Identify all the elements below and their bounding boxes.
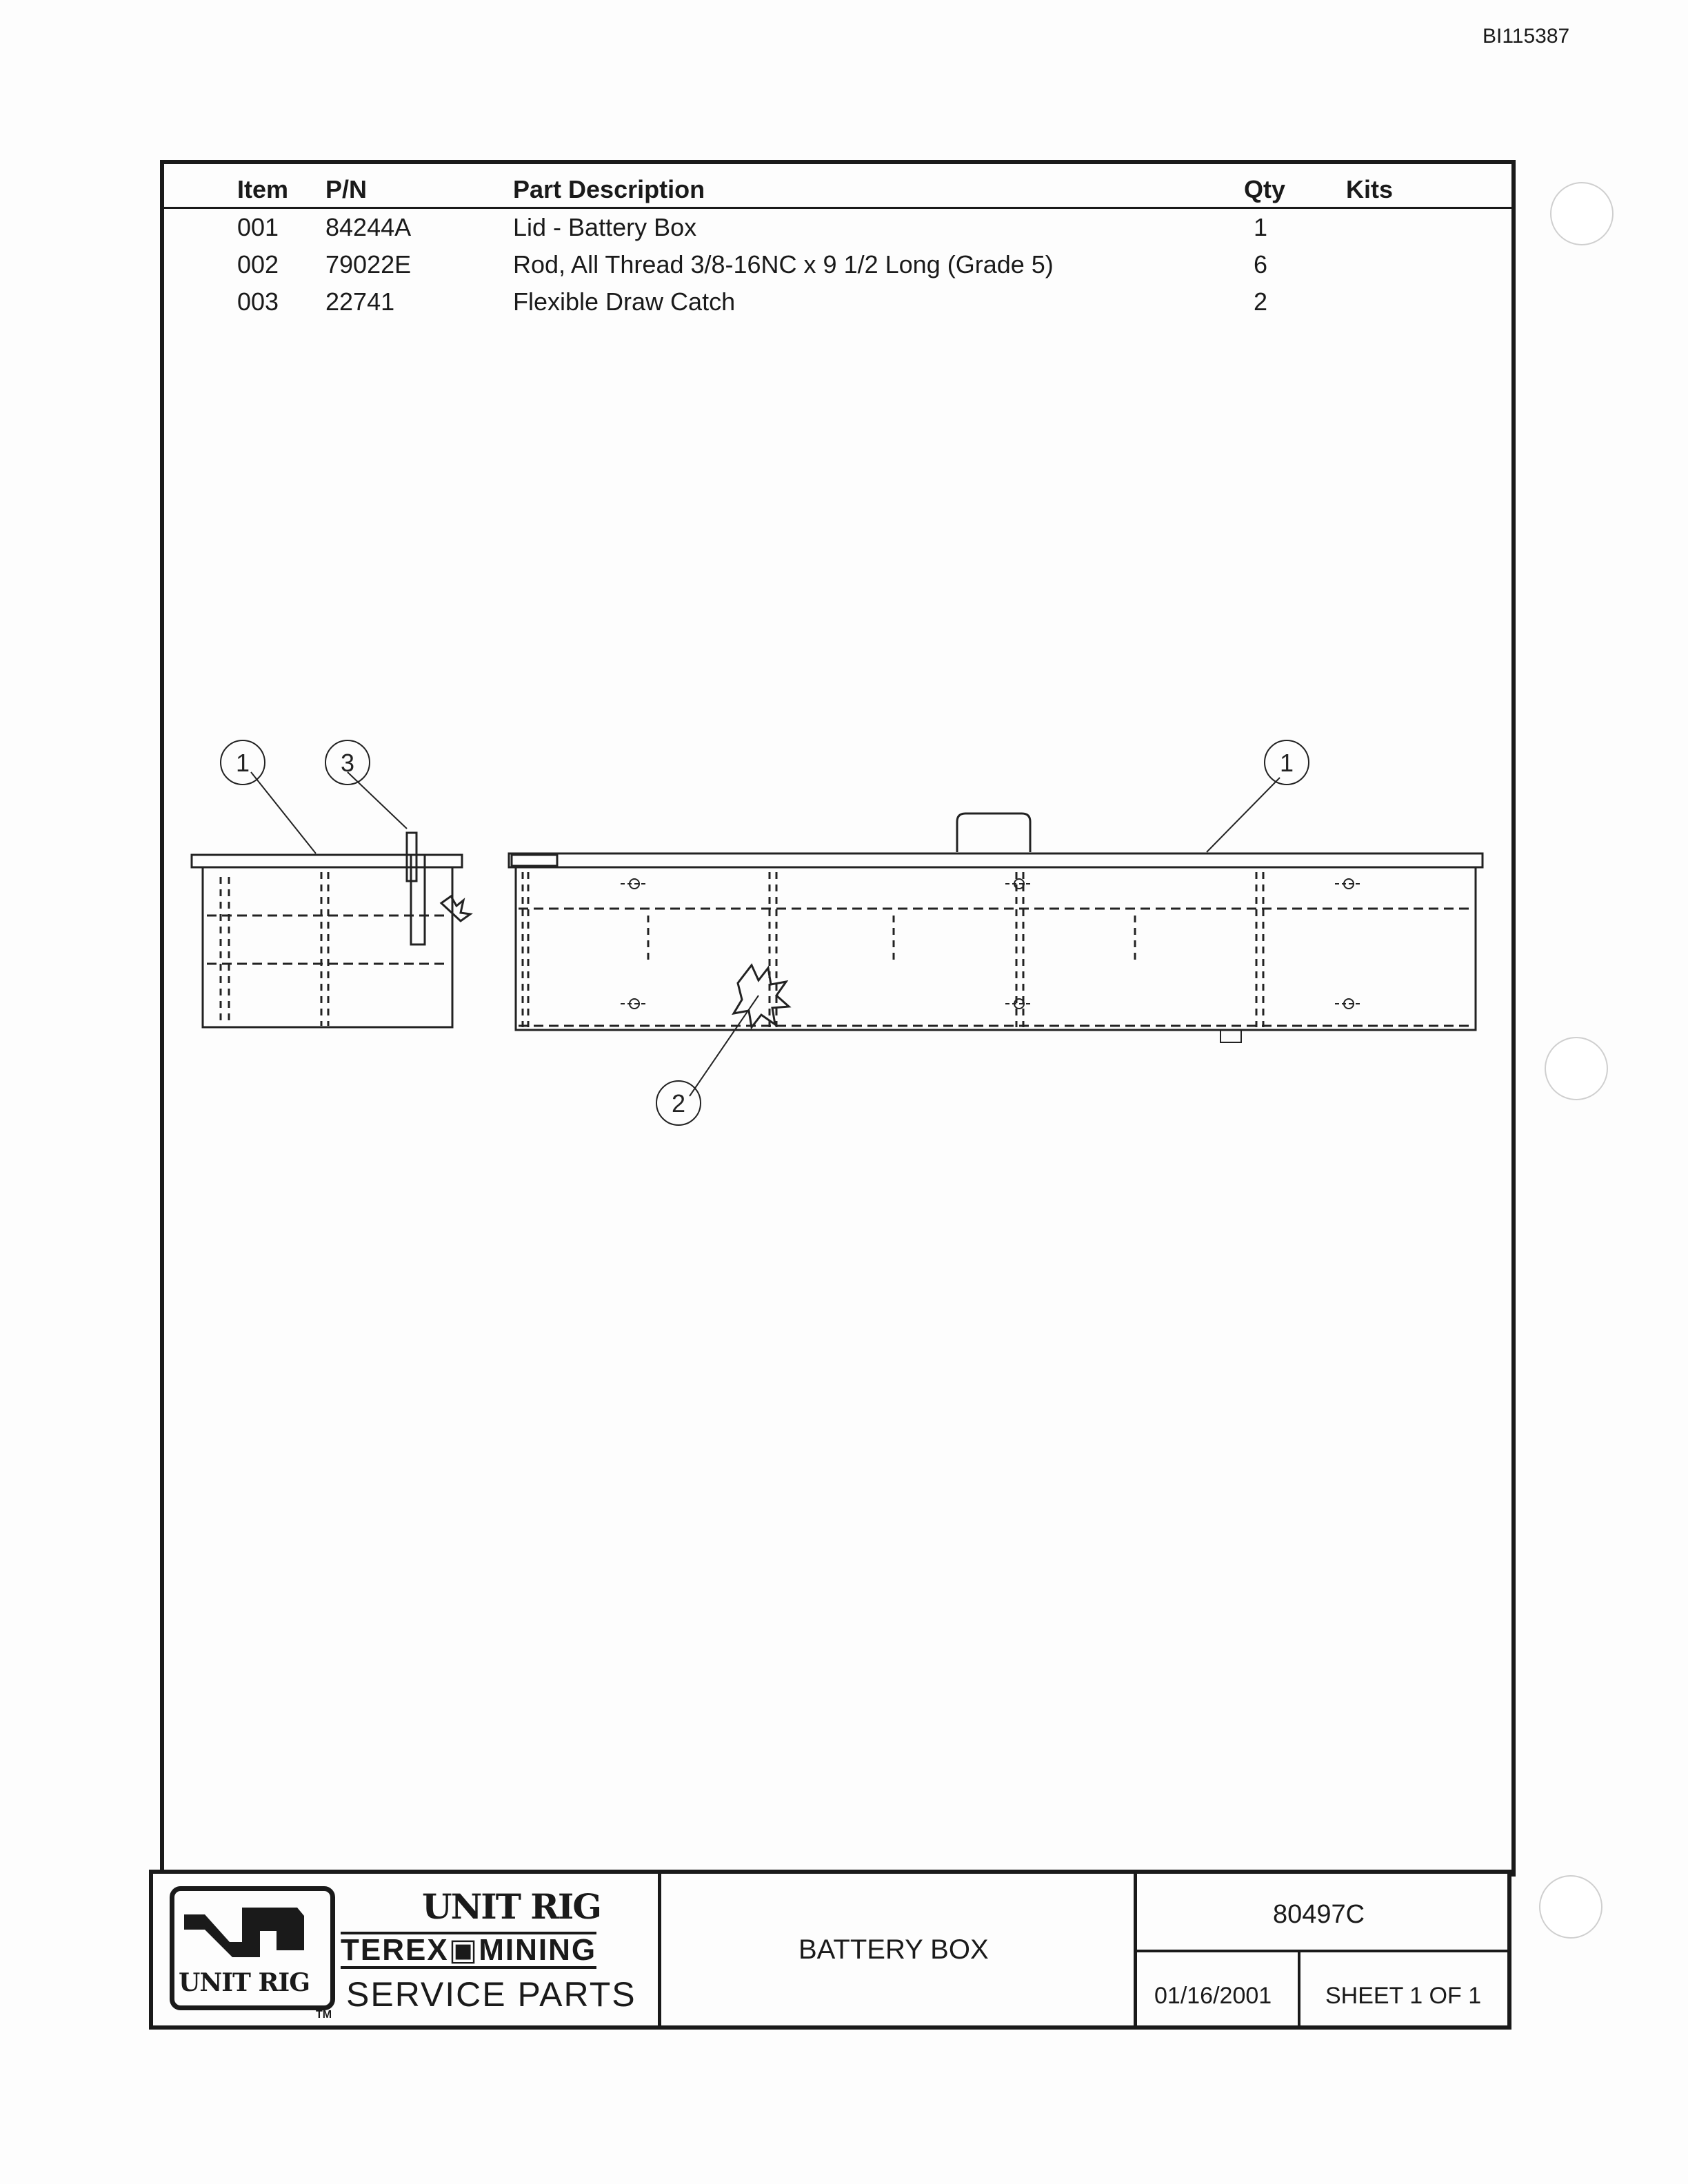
row-item: 002 <box>237 250 279 279</box>
row-qty: 6 <box>1254 250 1268 279</box>
row-item: 001 <box>237 213 279 241</box>
row-description: Flexible Draw Catch <box>513 287 736 316</box>
callout-2: 2 <box>672 1089 685 1118</box>
row-pn: 79022E <box>325 250 412 279</box>
battery-box-drawing: 1 3 1 2 <box>190 740 1484 1126</box>
table-row: 001 84244A Lid - Battery Box 1 <box>160 209 1516 246</box>
row-description: Rod, All Thread 3/8-16NC x 9 1/2 Long (G… <box>513 250 1054 279</box>
callout-1-right: 1 <box>1280 749 1294 777</box>
issue-date: 01/16/2001 <box>1154 1983 1272 2009</box>
table-row: 002 79022E Rod, All Thread 3/8-16NC x 9 … <box>160 246 1516 283</box>
unit-rig-logo: UNIT RIG <box>170 1886 335 2010</box>
callout-circle <box>325 740 370 785</box>
front-view <box>508 812 1484 1043</box>
document-id: BI115387 <box>1483 25 1570 48</box>
logo-text: UNIT RIG <box>179 1968 310 1997</box>
row-qty: 2 <box>1254 287 1268 316</box>
callout-circle <box>656 1080 701 1126</box>
drawing-number: 80497C <box>1273 1900 1365 1929</box>
header-qty: Qty <box>1244 175 1286 203</box>
row-qty: 1 <box>1254 213 1268 241</box>
logo-mark-icon <box>184 1908 304 1957</box>
table-row: 003 22741 Flexible Draw Catch 2 <box>160 283 1516 321</box>
side-view <box>190 831 473 1029</box>
document-title: BATTERY BOX <box>798 1934 989 1965</box>
brand-unit-rig: UNIT RIG <box>422 1886 602 1927</box>
sheet-number: SHEET 1 OF 1 <box>1325 1983 1482 2009</box>
row-pn: 84244A <box>325 213 412 241</box>
title-block: UNIT RIG TM UNIT RIG TEREX▣MINING SERVIC… <box>149 1870 1511 2030</box>
parts-table-header: Item P/N Part Description Qty Kits <box>160 172 1516 209</box>
header-item: Item <box>237 175 289 203</box>
header-pn: P/N <box>325 175 368 203</box>
row-item: 003 <box>237 287 279 316</box>
binder-hole <box>1539 1875 1602 1939</box>
header-kits: Kits <box>1346 175 1394 203</box>
callout-1-left: 1 <box>236 749 250 777</box>
callout-leaders <box>250 771 1280 1097</box>
brand-service-parts: SERVICE PARTS <box>346 1975 636 2014</box>
row-pn: 22741 <box>325 287 395 316</box>
callout-circle <box>1264 740 1309 785</box>
callout-3: 3 <box>341 749 354 777</box>
trademark: TM <box>316 2009 332 2021</box>
row-description: Lid - Battery Box <box>513 213 697 241</box>
header-description: Part Description <box>513 175 705 203</box>
brand-terex-mining: TEREX▣MINING <box>341 1932 597 1969</box>
callout-circle <box>220 740 265 785</box>
parts-table: Item P/N Part Description Qty Kits 001 8… <box>160 172 1516 321</box>
binder-hole <box>1550 182 1614 245</box>
binder-hole <box>1545 1037 1608 1100</box>
